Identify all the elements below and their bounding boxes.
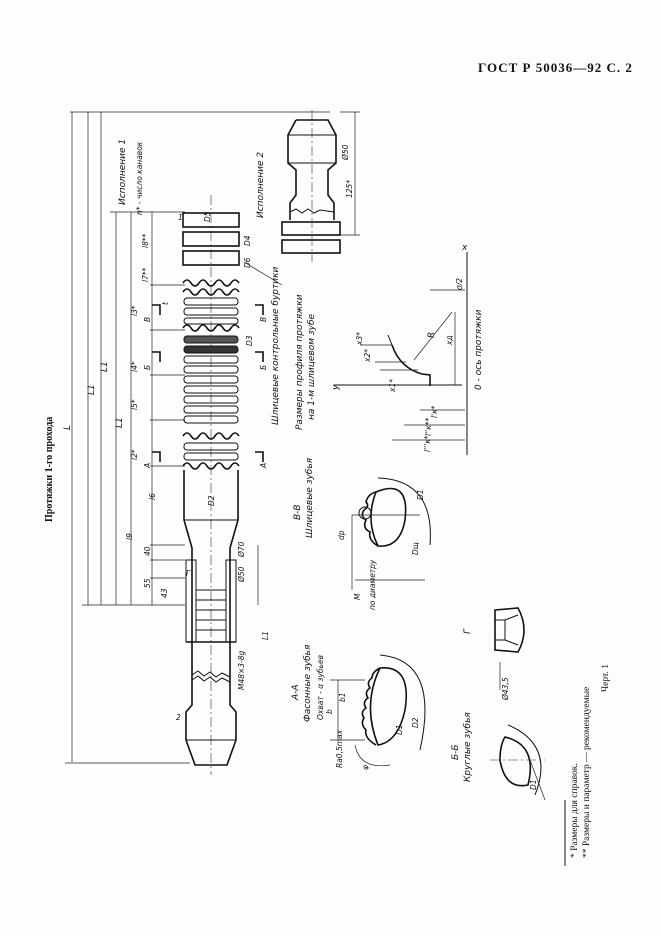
section-vv-subtitle: Шлицевые зубья bbox=[305, 457, 315, 538]
mark-b-right: Б bbox=[259, 365, 268, 370]
profile-lk2: l''к** bbox=[424, 418, 433, 436]
profile-x2: x2* bbox=[363, 349, 372, 363]
dim-D5: D5 bbox=[203, 211, 212, 222]
section-aa-phi: φ bbox=[361, 765, 370, 770]
profile-diagram: x y x1* x2* x3* xд R l'к* l''к** l'''к* … bbox=[295, 243, 484, 455]
section-vv-dp: dр bbox=[337, 530, 346, 540]
dim-D3: D3 bbox=[245, 335, 254, 346]
dim-l5: l5* bbox=[130, 399, 139, 410]
section-aa-roughness: Ra0,5max bbox=[335, 729, 344, 768]
profile-R: R bbox=[427, 332, 437, 338]
dim-L1-a: L1 bbox=[87, 384, 97, 395]
variant1-title: Исполнение 1 bbox=[118, 139, 128, 205]
dim-40: 40 bbox=[143, 546, 152, 556]
dim-D6: D6 bbox=[243, 257, 252, 268]
section-vv-diam: по диаметру bbox=[368, 559, 377, 610]
dim-D4: D4 bbox=[243, 235, 252, 246]
position-2: 2 bbox=[176, 713, 181, 722]
position-1: 1 bbox=[178, 213, 183, 222]
thread-spec: M48×3-8g bbox=[237, 650, 246, 690]
spline-collars-label: Шлицевые контрольные буртики bbox=[271, 266, 281, 425]
view-g-dia: Ø43,5 bbox=[501, 677, 510, 701]
dim-l8: l8** bbox=[141, 233, 150, 248]
view-g: Г Ø43,5 bbox=[463, 607, 525, 701]
mark-v-right: В bbox=[259, 317, 268, 322]
dim-l2: l2* bbox=[130, 449, 139, 460]
dim-L: L bbox=[63, 425, 73, 430]
section-aa-b1: b1 bbox=[338, 692, 347, 702]
variant2-length: 125* bbox=[345, 180, 354, 198]
view-g-title: Г bbox=[463, 628, 473, 634]
dim-43: 43 bbox=[160, 588, 169, 598]
dim-l4: l4* bbox=[130, 361, 139, 372]
section-aa-wrap: Охват - α зубьев bbox=[316, 655, 325, 720]
profile-axis-y: y bbox=[331, 384, 341, 391]
mark-a-right: А bbox=[259, 463, 268, 469]
overall-dimensions: L L1 L1 L1 bbox=[63, 111, 330, 764]
section-vv-D1: D1 bbox=[416, 489, 425, 500]
dim-D2: D2 bbox=[207, 495, 216, 506]
drawing-title: Протяжки 1-го прохода bbox=[44, 417, 55, 522]
grooves-note: n* - число канавок bbox=[135, 141, 144, 215]
variant2-detail: Исполнение 2 Ø50 125* bbox=[256, 110, 360, 262]
section-vv-M: М bbox=[353, 593, 362, 600]
footnote-1: * Размеры для справок. bbox=[570, 763, 580, 858]
dim-55: 55 bbox=[143, 578, 152, 588]
dim-L1-shank: L1 bbox=[261, 631, 270, 640]
figure-label: Черт. 1 bbox=[601, 664, 611, 692]
dim-phi50: Ø50 bbox=[237, 566, 246, 583]
dim-L1-c: L1 bbox=[115, 417, 125, 428]
section-bb-title: Б-Б bbox=[451, 744, 461, 760]
broach-body bbox=[182, 195, 240, 775]
section-bb-subtitle: Круглые зубья bbox=[463, 712, 473, 782]
profile-xd: xд bbox=[445, 335, 454, 346]
section-bb: Б-Б Круглые зубья D1 bbox=[451, 712, 546, 801]
dim-l7: l7** bbox=[141, 267, 150, 282]
variant2-title: Исполнение 2 bbox=[256, 152, 266, 218]
mark-b-left: Б bbox=[143, 365, 152, 370]
dim-phi70: Ø70 bbox=[237, 541, 246, 558]
profile-lk1: l'к* bbox=[430, 405, 439, 418]
profile-x3: x3* bbox=[355, 332, 364, 346]
section-aa-D1: D1 bbox=[395, 724, 404, 735]
profile-axis-note: 0 - ось протяжки bbox=[474, 309, 484, 390]
dim-t: t bbox=[161, 301, 170, 305]
profile-title-2: на 1-м шлицевом зубе bbox=[307, 313, 317, 420]
section-aa-subtitle: Фасонные зубья bbox=[303, 644, 313, 722]
section-vv: В-В Шлицевые зубья dр по диаметру М D1 D… bbox=[293, 457, 431, 610]
dim-l9: l9 bbox=[125, 533, 134, 540]
mark-v-left: В bbox=[143, 317, 152, 322]
variant2-dia: Ø50 bbox=[341, 144, 350, 161]
section-aa-b: b bbox=[325, 709, 334, 714]
profile-axis-x: x bbox=[461, 243, 468, 253]
section-mark-g: Г bbox=[186, 569, 191, 578]
section-aa-D2: D2 bbox=[411, 717, 420, 728]
body-dimensions: l8** l7** l3* l4* l5* l2* l6 l9 t 40 55 … bbox=[125, 211, 270, 722]
dim-l6: l6 bbox=[148, 493, 157, 500]
dim-L1-b: L1 bbox=[100, 361, 110, 372]
page-header: ГОСТ Р 50036—92 С. 2 bbox=[478, 60, 633, 75]
profile-x1: x1* bbox=[388, 379, 397, 393]
section-aa: А-А Фасонные зубья Охват - α зубьев b b1… bbox=[291, 644, 426, 770]
section-markers: В В Б Б А А bbox=[143, 304, 268, 469]
dim-l3: l3* bbox=[130, 305, 139, 316]
footnote-2: ** Размеры и параметр — рекомендуемые bbox=[582, 687, 592, 858]
section-vv-Dsh: Dщ bbox=[411, 542, 420, 555]
profile-d0: σ/2 bbox=[455, 278, 464, 290]
profile-title-1: Размеры профиля протяжки bbox=[295, 294, 305, 430]
section-vv-title: В-В bbox=[293, 504, 303, 520]
section-aa-title: А-А bbox=[291, 684, 301, 701]
mark-a-left: А bbox=[143, 463, 152, 469]
section-bb-D1: D1 bbox=[529, 779, 538, 790]
profile-lk3: l'''к* bbox=[423, 435, 432, 452]
